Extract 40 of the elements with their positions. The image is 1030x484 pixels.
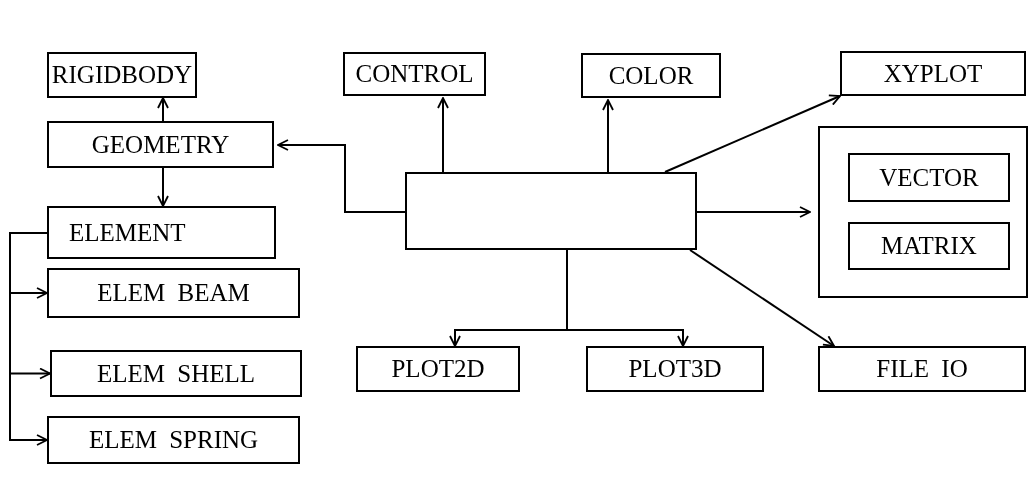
connector-arrow (157, 167, 169, 207)
module-box (47, 206, 276, 259)
module-label: RIGIDBODY (51, 61, 193, 89)
module-box (818, 346, 1026, 392)
module-label: PLOT2D (391, 355, 485, 383)
group-box (818, 126, 1028, 298)
connector-arrow (566, 249, 689, 347)
connector-arrow (664, 94, 841, 173)
process-box (405, 172, 697, 250)
module-box (581, 53, 721, 98)
module-box (840, 51, 1026, 96)
connector-arrow (437, 97, 449, 173)
connector-arrow (9, 232, 48, 446)
module-box (47, 121, 274, 168)
connector-arrow (157, 97, 169, 122)
connector-arrow (277, 139, 406, 213)
module-box (848, 153, 1010, 202)
connector-arrow (696, 206, 811, 218)
module-label: ELEM SPRING (88, 426, 259, 454)
module-box (343, 52, 486, 96)
module-box (47, 416, 300, 464)
module-label: COLOR (608, 61, 694, 90)
module-label: FILE IO (876, 355, 968, 383)
module-box (586, 346, 764, 392)
module-label: ELEM BEAM (97, 279, 250, 307)
connector-arrow (689, 249, 835, 347)
module-label: CONTROL (355, 60, 474, 88)
module-box (50, 350, 302, 397)
module-box (47, 268, 300, 318)
module-label: MATRIX (881, 232, 977, 260)
connector-arrow (602, 99, 614, 173)
module-box (47, 52, 197, 98)
module-label: ELEMENT (69, 218, 186, 247)
module-label: ELEM SHELL (96, 359, 256, 388)
module-label: XYPLOT (883, 59, 983, 88)
module-label: GEOMETRY (91, 130, 230, 159)
module-box (848, 222, 1010, 270)
module-label: VECTOR (879, 163, 979, 192)
module-label: PLOT3D (628, 355, 722, 383)
module-box (356, 346, 520, 392)
